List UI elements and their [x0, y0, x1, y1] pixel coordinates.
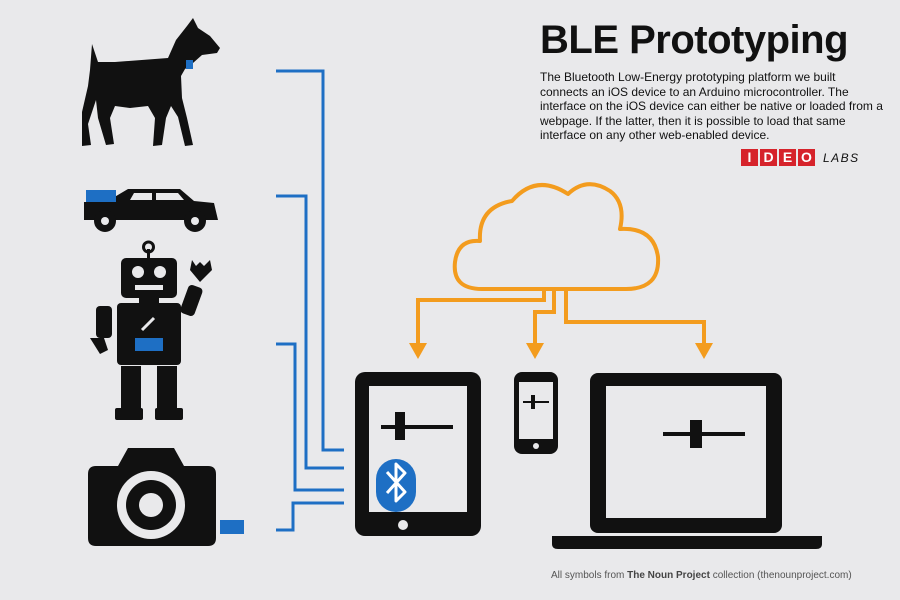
robot-beacon [135, 338, 163, 351]
car-icon [84, 189, 218, 232]
tablet-icon [355, 372, 481, 536]
dog-icon [82, 18, 220, 146]
logo-letter: O [798, 149, 815, 166]
logo-letter: D [760, 149, 777, 166]
orange-connectors [416, 289, 706, 344]
phone-home-button [533, 443, 539, 449]
ideo-letters: I D E O [741, 149, 817, 166]
logo-letter: E [779, 149, 796, 166]
credit-prefix: All symbols from [551, 570, 628, 581]
orange-arrowheads [409, 343, 713, 359]
page-title: BLE Prototyping [540, 18, 849, 62]
slider-icon [381, 412, 453, 440]
tablet-home-button [398, 520, 408, 530]
logo-letter: I [741, 149, 758, 166]
dog-collar-tag [186, 60, 193, 69]
logo-labs-text: LABS [823, 150, 860, 165]
car-beacon [86, 190, 116, 202]
robot-icon [90, 240, 212, 420]
slider-icon [523, 395, 549, 409]
camera-beacon [220, 520, 244, 534]
bluetooth-icon [376, 459, 416, 512]
laptop-icon [552, 373, 822, 549]
phone-icon [514, 372, 558, 454]
credit-line: All symbols from The Noun Project collec… [551, 570, 852, 581]
camera-icon [88, 448, 244, 546]
credit-suffix: collection (thenounproject.com) [709, 570, 852, 581]
blue-connectors [276, 69, 344, 532]
description-text: The Bluetooth Low-Energy prototyping pla… [540, 70, 883, 142]
ideo-labs-logo: I D E O LABS [741, 149, 860, 166]
credit-source: The Noun Project [627, 570, 710, 581]
slider-icon [663, 420, 745, 448]
cloud-icon [452, 182, 661, 291]
